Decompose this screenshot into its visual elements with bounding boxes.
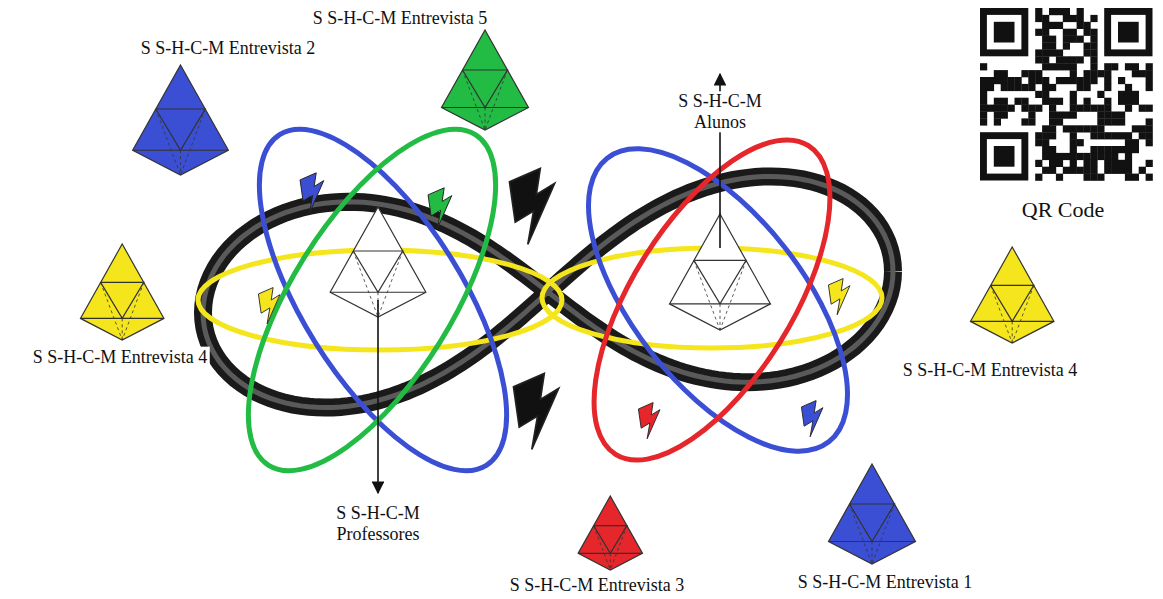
node-label: S S-H-C-M Entrevista 2 bbox=[138, 38, 319, 59]
lightning-bolt bbox=[501, 166, 571, 246]
lightning-bolt bbox=[824, 277, 857, 315]
lightning-bolt bbox=[296, 171, 333, 213]
pyramid-shape bbox=[79, 244, 165, 340]
pyramid-shape bbox=[577, 496, 644, 570]
pyramid-shape bbox=[131, 65, 230, 175]
pyramid-edges bbox=[330, 251, 426, 292]
pyramid-body bbox=[442, 30, 529, 130]
orbit-ellipse bbox=[540, 106, 896, 494]
pyramid-hidden-edge bbox=[990, 285, 1033, 343]
pyramid-body bbox=[80, 244, 164, 340]
orbit-ellipse bbox=[212, 92, 554, 508]
pyramid-body bbox=[970, 247, 1054, 343]
lightning-bolt bbox=[254, 286, 287, 324]
node-label: S S-H-C-M Entrevista 5 bbox=[310, 8, 491, 29]
infinity-band-inner bbox=[203, 176, 893, 407]
leader-arrow bbox=[377, 300, 379, 493]
node-label: S S-H-C-M Entrevista 3 bbox=[507, 575, 688, 596]
pyramid-shape bbox=[969, 247, 1055, 343]
pyramid-body bbox=[578, 496, 642, 570]
pyramid-edges bbox=[442, 70, 529, 108]
lightning-bolt bbox=[424, 186, 461, 228]
pyramid-hidden-edge bbox=[100, 282, 143, 340]
qr-code bbox=[980, 8, 1153, 181]
pyramid-hidden-edge bbox=[593, 526, 626, 570]
pyramid-node: S S-H-C-M Entrevista 1 bbox=[827, 464, 917, 564]
infinity-band bbox=[203, 176, 893, 407]
pyramid-shape bbox=[440, 30, 530, 130]
orbit-ellipse bbox=[548, 103, 877, 496]
node-label: S S-H-C-M Entrevista 4 bbox=[900, 360, 1081, 381]
pyramid-hidden-edge bbox=[155, 109, 205, 175]
pyramid-hidden-edge bbox=[463, 70, 508, 130]
pyramid-node: S S-H-C-M Entrevista 4 bbox=[79, 244, 165, 340]
group-label: S S-H-C-M Alunos bbox=[667, 91, 773, 132]
pyramid-hidden-edge bbox=[850, 504, 895, 564]
pyramid-hidden-edge bbox=[694, 260, 746, 330]
pyramid-body bbox=[132, 65, 228, 175]
group-label: S S-H-C-M Professores bbox=[320, 503, 436, 544]
pyramid-edges bbox=[578, 526, 642, 554]
lightning-bolt bbox=[634, 401, 667, 439]
pyramid-edges bbox=[80, 282, 164, 318]
node-label: S S-H-C-M Entrevista 1 bbox=[795, 572, 976, 593]
pyramid-body bbox=[829, 464, 916, 564]
lightning-bolt bbox=[505, 371, 575, 451]
pyramid-edges bbox=[970, 285, 1054, 321]
pyramid-shape bbox=[827, 464, 917, 564]
pyramid-edges bbox=[829, 504, 916, 542]
qr-caption: QR Code bbox=[1019, 197, 1108, 222]
node-label: S S-H-C-M Entrevista 4 bbox=[30, 347, 211, 368]
pyramid-node: S S-H-C-M Entrevista 3 bbox=[577, 496, 644, 570]
pyramid-node: S S-H-C-M Entrevista 4 bbox=[969, 247, 1055, 343]
pyramid-node: S S-H-C-M Entrevista 5 bbox=[440, 30, 530, 130]
pyramid-edges bbox=[132, 109, 228, 150]
lightning-bolt bbox=[797, 399, 830, 437]
orbit-ellipse bbox=[201, 92, 543, 508]
pyramid-node: S S-H-C-M Entrevista 2 bbox=[131, 65, 230, 175]
pyramid-edges bbox=[670, 260, 771, 304]
